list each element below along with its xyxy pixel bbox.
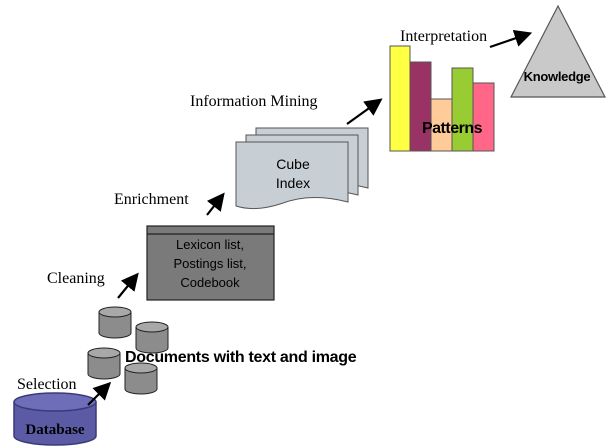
database-label: Database bbox=[25, 422, 85, 438]
cube-index-node: Cube Index bbox=[235, 127, 369, 210]
step-selection-label: Selection bbox=[17, 376, 77, 393]
step-information-mining-label: Information Mining bbox=[190, 93, 318, 110]
cylinder bbox=[135, 321, 169, 354]
patterns-node: Patterns bbox=[389, 45, 495, 152]
pattern-bar bbox=[389, 45, 411, 152]
knowledge-node: Knowledge bbox=[510, 4, 606, 98]
database-node: Database bbox=[13, 392, 97, 446]
cylinder bbox=[124, 362, 158, 395]
knowledge-label: Knowledge bbox=[524, 69, 591, 84]
lexicon-box: Lexicon list, Postings list, Codebook bbox=[146, 225, 275, 301]
cylinder bbox=[98, 306, 132, 339]
documents-label: Documents with text and image bbox=[125, 349, 357, 366]
enrichment-arrow bbox=[206, 192, 225, 216]
document-cylinders bbox=[87, 306, 169, 395]
cube-label: Cube bbox=[276, 156, 310, 172]
index-label: Index bbox=[276, 175, 310, 191]
step-cleaning-label: Cleaning bbox=[47, 270, 105, 287]
cleaning-arrow bbox=[117, 272, 139, 299]
pattern-bar bbox=[451, 67, 474, 152]
lexicon-line-3: Codebook bbox=[180, 275, 240, 290]
information-mining-arrow bbox=[346, 98, 383, 125]
interpretation-arrow bbox=[489, 29, 533, 49]
pattern-bar bbox=[409, 61, 432, 152]
selection-arrow bbox=[87, 381, 112, 406]
lexicon-line-1: Lexicon list, bbox=[176, 237, 244, 252]
step-enrichment-label: Enrichment bbox=[114, 191, 189, 208]
cylinder bbox=[87, 347, 121, 380]
patterns-label: Patterns bbox=[422, 120, 483, 137]
pattern-bar bbox=[472, 82, 495, 152]
lexicon-line-2: Postings list, bbox=[174, 256, 247, 271]
step-interpretation-label: Interpretation bbox=[400, 28, 487, 45]
